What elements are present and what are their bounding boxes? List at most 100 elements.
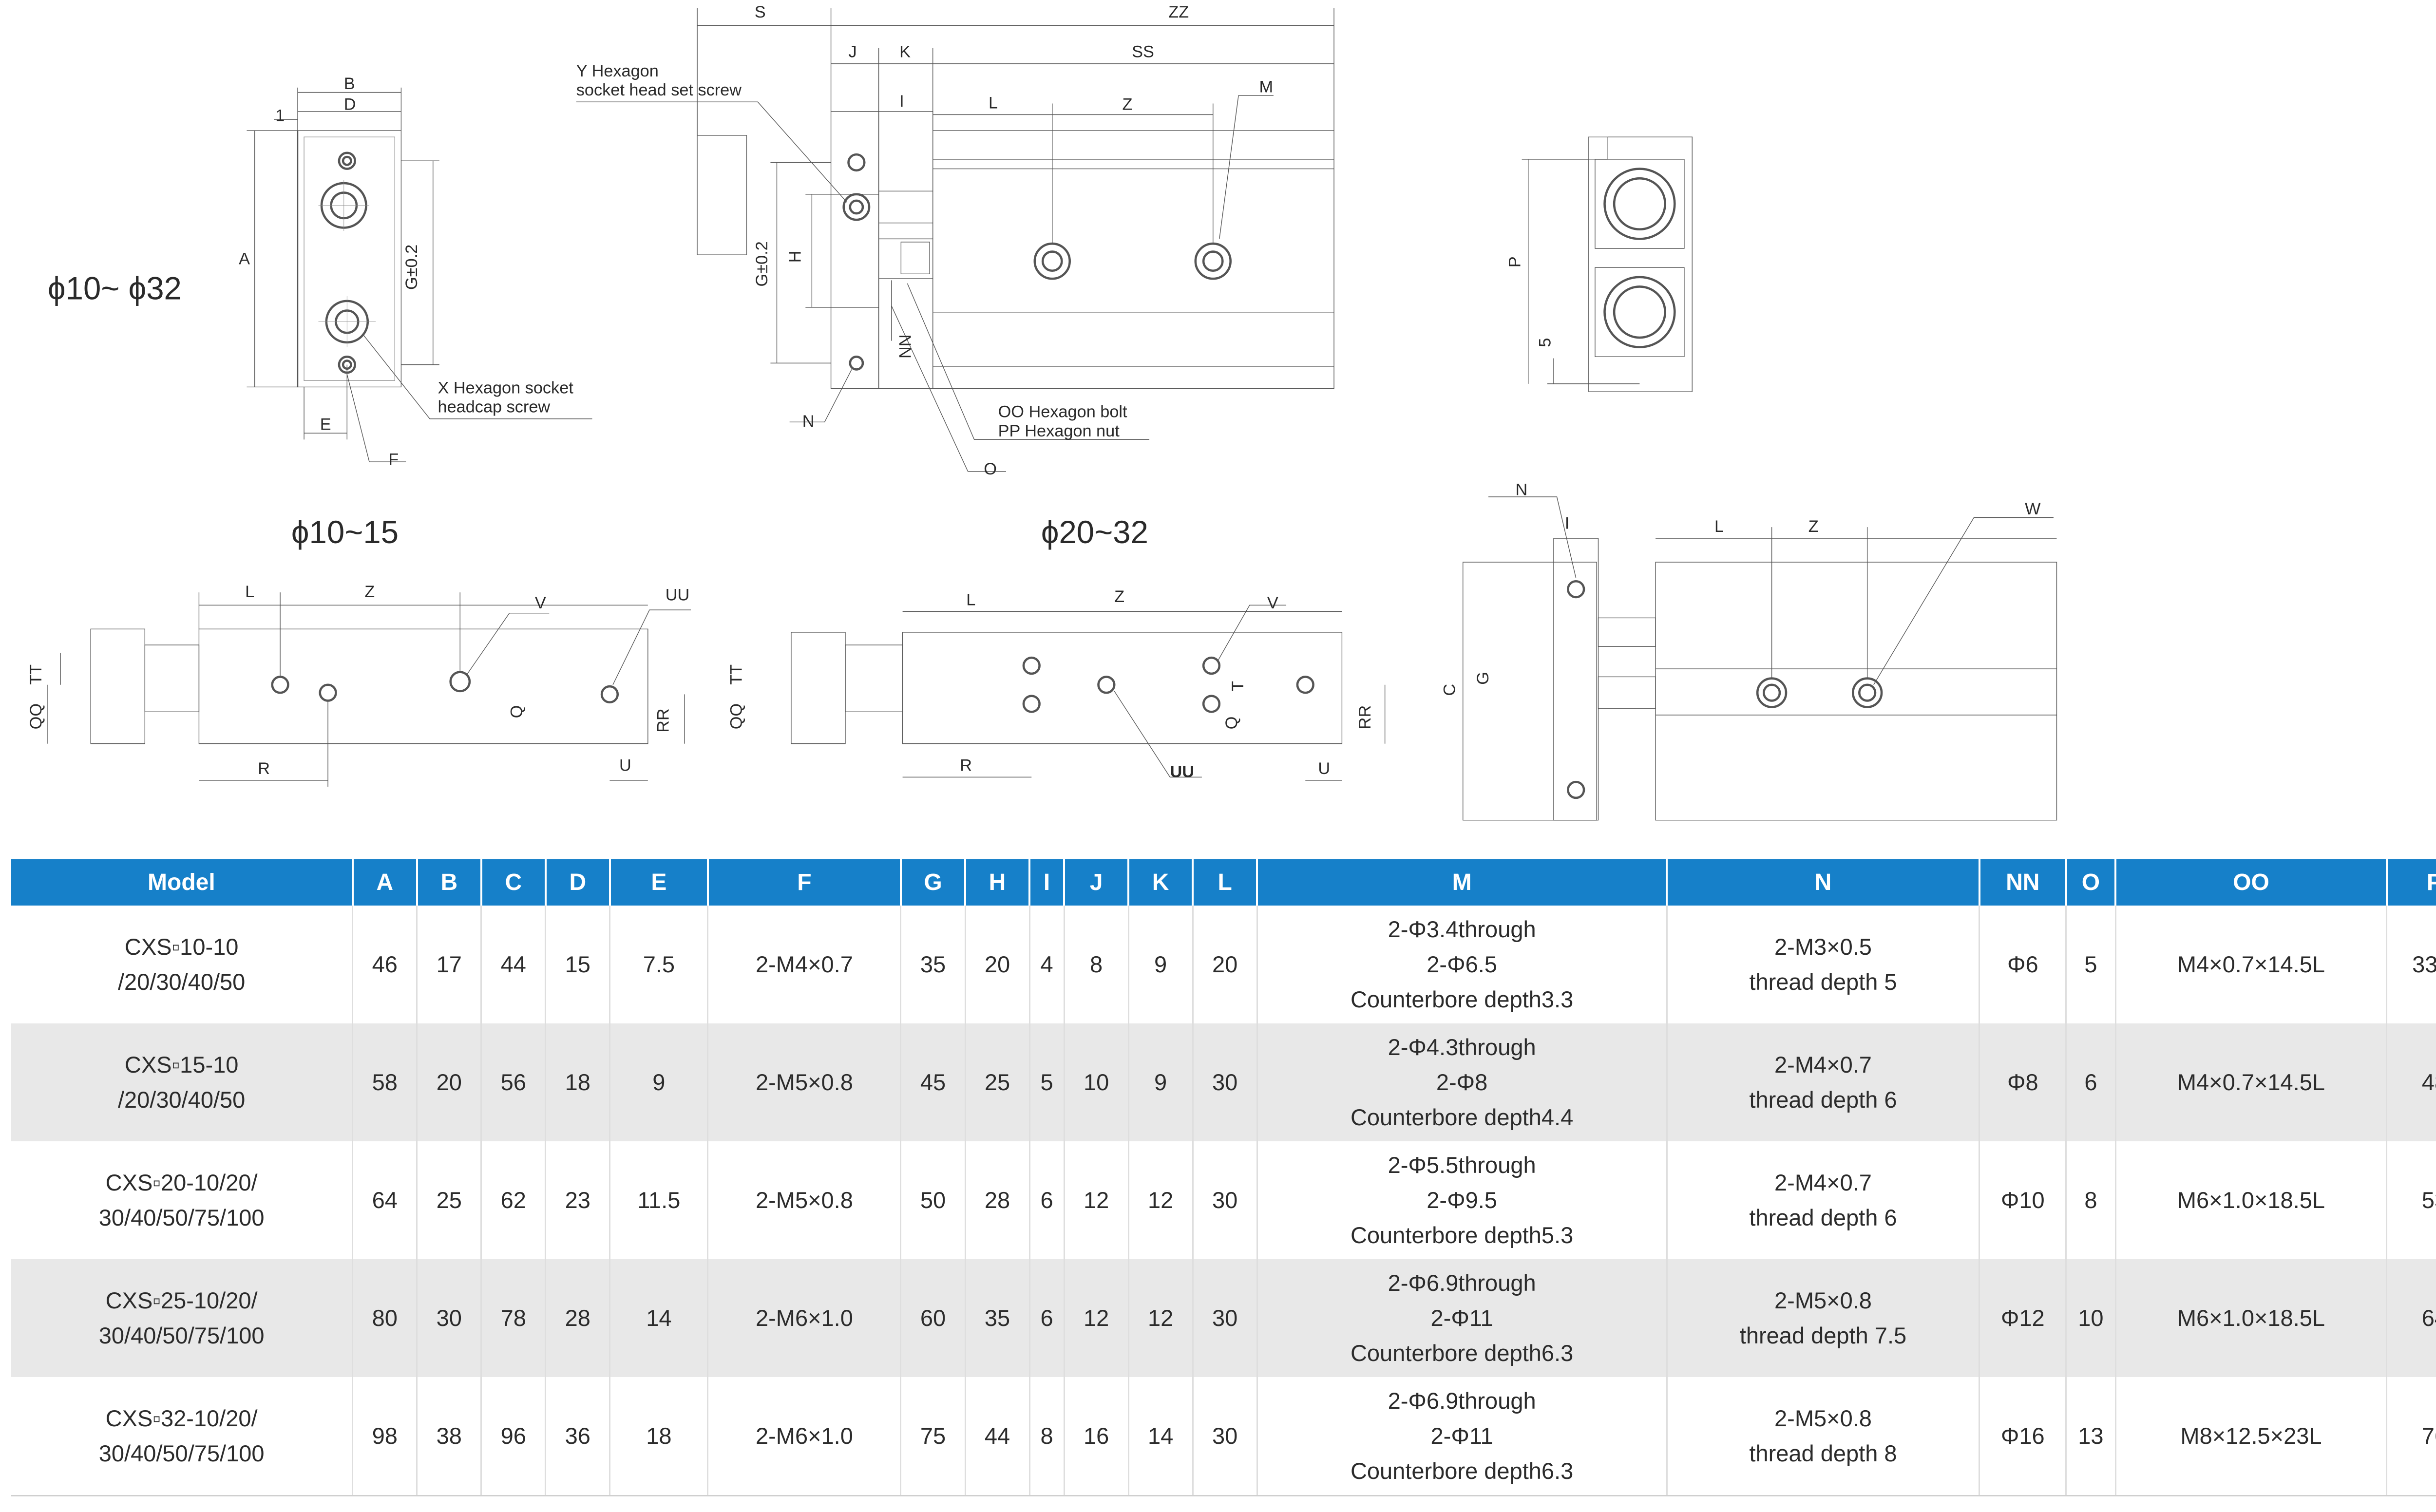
dim-label: Q (1222, 717, 1241, 730)
table-cell: 10 (2066, 1259, 2116, 1377)
table-cell: 6 (1029, 1259, 1065, 1377)
dim-label: 1 (275, 106, 285, 125)
table-cell: 98 (352, 1377, 418, 1496)
column-header: C (481, 859, 547, 906)
table-cell: 56 (481, 1023, 547, 1141)
table-cell: 2-M5×0.8 thread depth 7.5 (1667, 1259, 1980, 1377)
table-cell: 30 (1193, 1141, 1258, 1259)
table-cell: 44 (965, 1377, 1030, 1496)
table-cell: 76 (2386, 1377, 2436, 1496)
dim-label: R (960, 756, 972, 775)
dim-label: A (239, 250, 250, 268)
table-cell: 9 (1128, 1023, 1194, 1141)
table-cell: 2-Φ3.4through 2-Φ6.5 Counterbore depth3.… (1257, 906, 1668, 1023)
column-header: NN (1979, 859, 2067, 906)
table-cell: Φ10 (1979, 1141, 2067, 1259)
column-header: L (1193, 859, 1258, 906)
column-header: G (900, 859, 967, 906)
column-header: E (609, 859, 709, 906)
table-cell: 35 (900, 906, 966, 1023)
dim-label: RR (1356, 705, 1374, 730)
table-header-row: Model A B C D E F G H I J K L M N NN O O… (11, 859, 2436, 906)
dim-label: K (899, 43, 911, 61)
column-header: J (1064, 859, 1130, 906)
dim-label: Z (364, 583, 375, 601)
table-cell: 20 (965, 906, 1030, 1023)
table-cell: 2-Φ6.9through 2-Φ11 Counterbore depth6.3 (1257, 1259, 1668, 1377)
table-cell: 20 (1193, 906, 1258, 1023)
column-header: B (417, 859, 482, 906)
table-cell: 4 (1029, 906, 1065, 1023)
table-cell: M6×1.0×18.5L (2115, 1141, 2388, 1259)
dim-label: ZZ (1168, 3, 1189, 21)
dim-label: TT (727, 664, 746, 685)
table-cell: 30 (417, 1259, 482, 1377)
table-cell: 80 (352, 1259, 418, 1377)
table-cell: 8 (2066, 1141, 2116, 1259)
dim-label: F (388, 451, 399, 469)
dim-label: P (1505, 256, 1524, 267)
end-view (1522, 137, 1693, 392)
table-cell: 45 (900, 1023, 966, 1141)
table-cell: 36 (545, 1377, 611, 1496)
dim-label: N (1516, 481, 1528, 499)
table-cell: 64 (352, 1141, 418, 1259)
table-cell: 5 (2066, 906, 2116, 1023)
table-cell: 35 (965, 1259, 1030, 1377)
table-cell: 11.5 (609, 1141, 709, 1259)
bottom-view-small (48, 592, 691, 787)
table-cell: 62 (481, 1141, 547, 1259)
table-cell: 2-M3×0.5 thread depth 5 (1667, 906, 1980, 1023)
table-cell: 50 (900, 1141, 966, 1259)
column-header: K (1128, 859, 1194, 906)
model-cell: CXS▫15-10 /20/30/40/50 (11, 1023, 354, 1141)
table-cell: 48 (2386, 1023, 2436, 1141)
dim-label: G±0.2 (402, 245, 421, 290)
table-cell: 14 (1128, 1377, 1194, 1496)
table-cell: 23 (545, 1141, 611, 1259)
dim-label: W (2025, 500, 2041, 518)
dim-label: V (535, 594, 546, 612)
table-cell: 15 (545, 906, 611, 1023)
table-cell: 12 (1128, 1141, 1194, 1259)
table-cell: 38 (417, 1377, 482, 1496)
table-cell: 16 (1064, 1377, 1129, 1496)
top-view (1463, 497, 2057, 820)
dim-label: NN (895, 335, 914, 359)
table-cell: Φ8 (1979, 1023, 2067, 1141)
dim-label: Z (1114, 587, 1124, 606)
table-cell: 18 (609, 1377, 709, 1496)
table-cell: 30 (1193, 1259, 1258, 1377)
table-cell: 30 (1193, 1377, 1258, 1496)
table-cell: 28 (965, 1141, 1030, 1259)
table-cell: 6 (2066, 1023, 2116, 1141)
dim-label: M (1259, 78, 1274, 96)
table-cell: 12 (1064, 1259, 1129, 1377)
dim-label: G±0.2 (753, 241, 771, 286)
table-cell: M4×0.7×14.5L (2115, 906, 2388, 1023)
table-cell: 6 (1029, 1141, 1065, 1259)
dim-label: SS (1132, 43, 1154, 61)
table-cell: 53 (2386, 1141, 2436, 1259)
dim-label: RR (654, 708, 672, 733)
model-cell: CXS▫32-10/20/ 30/40/50/75/100 (11, 1377, 354, 1496)
table-cell: 60 (900, 1259, 966, 1377)
dim-label: I (899, 92, 904, 111)
dim-label: T (1229, 681, 1247, 691)
column-header: H (965, 859, 1031, 906)
table-cell: 20 (417, 1023, 482, 1141)
table-cell: 64 (2386, 1259, 2436, 1377)
dim-label: I (1565, 514, 1570, 532)
table-cell: M8×12.5×23L (2115, 1377, 2388, 1496)
caption-size-range-top: ϕ10~ ϕ32 (48, 271, 182, 306)
table-cell: 2-Φ4.3through 2-Φ8 Counterbore depth4.4 (1257, 1023, 1668, 1141)
table-cell: 46 (352, 906, 418, 1023)
table-cell: Φ6 (1979, 906, 2067, 1023)
dim-label: L (245, 583, 254, 601)
table-cell: 9 (609, 1023, 709, 1141)
